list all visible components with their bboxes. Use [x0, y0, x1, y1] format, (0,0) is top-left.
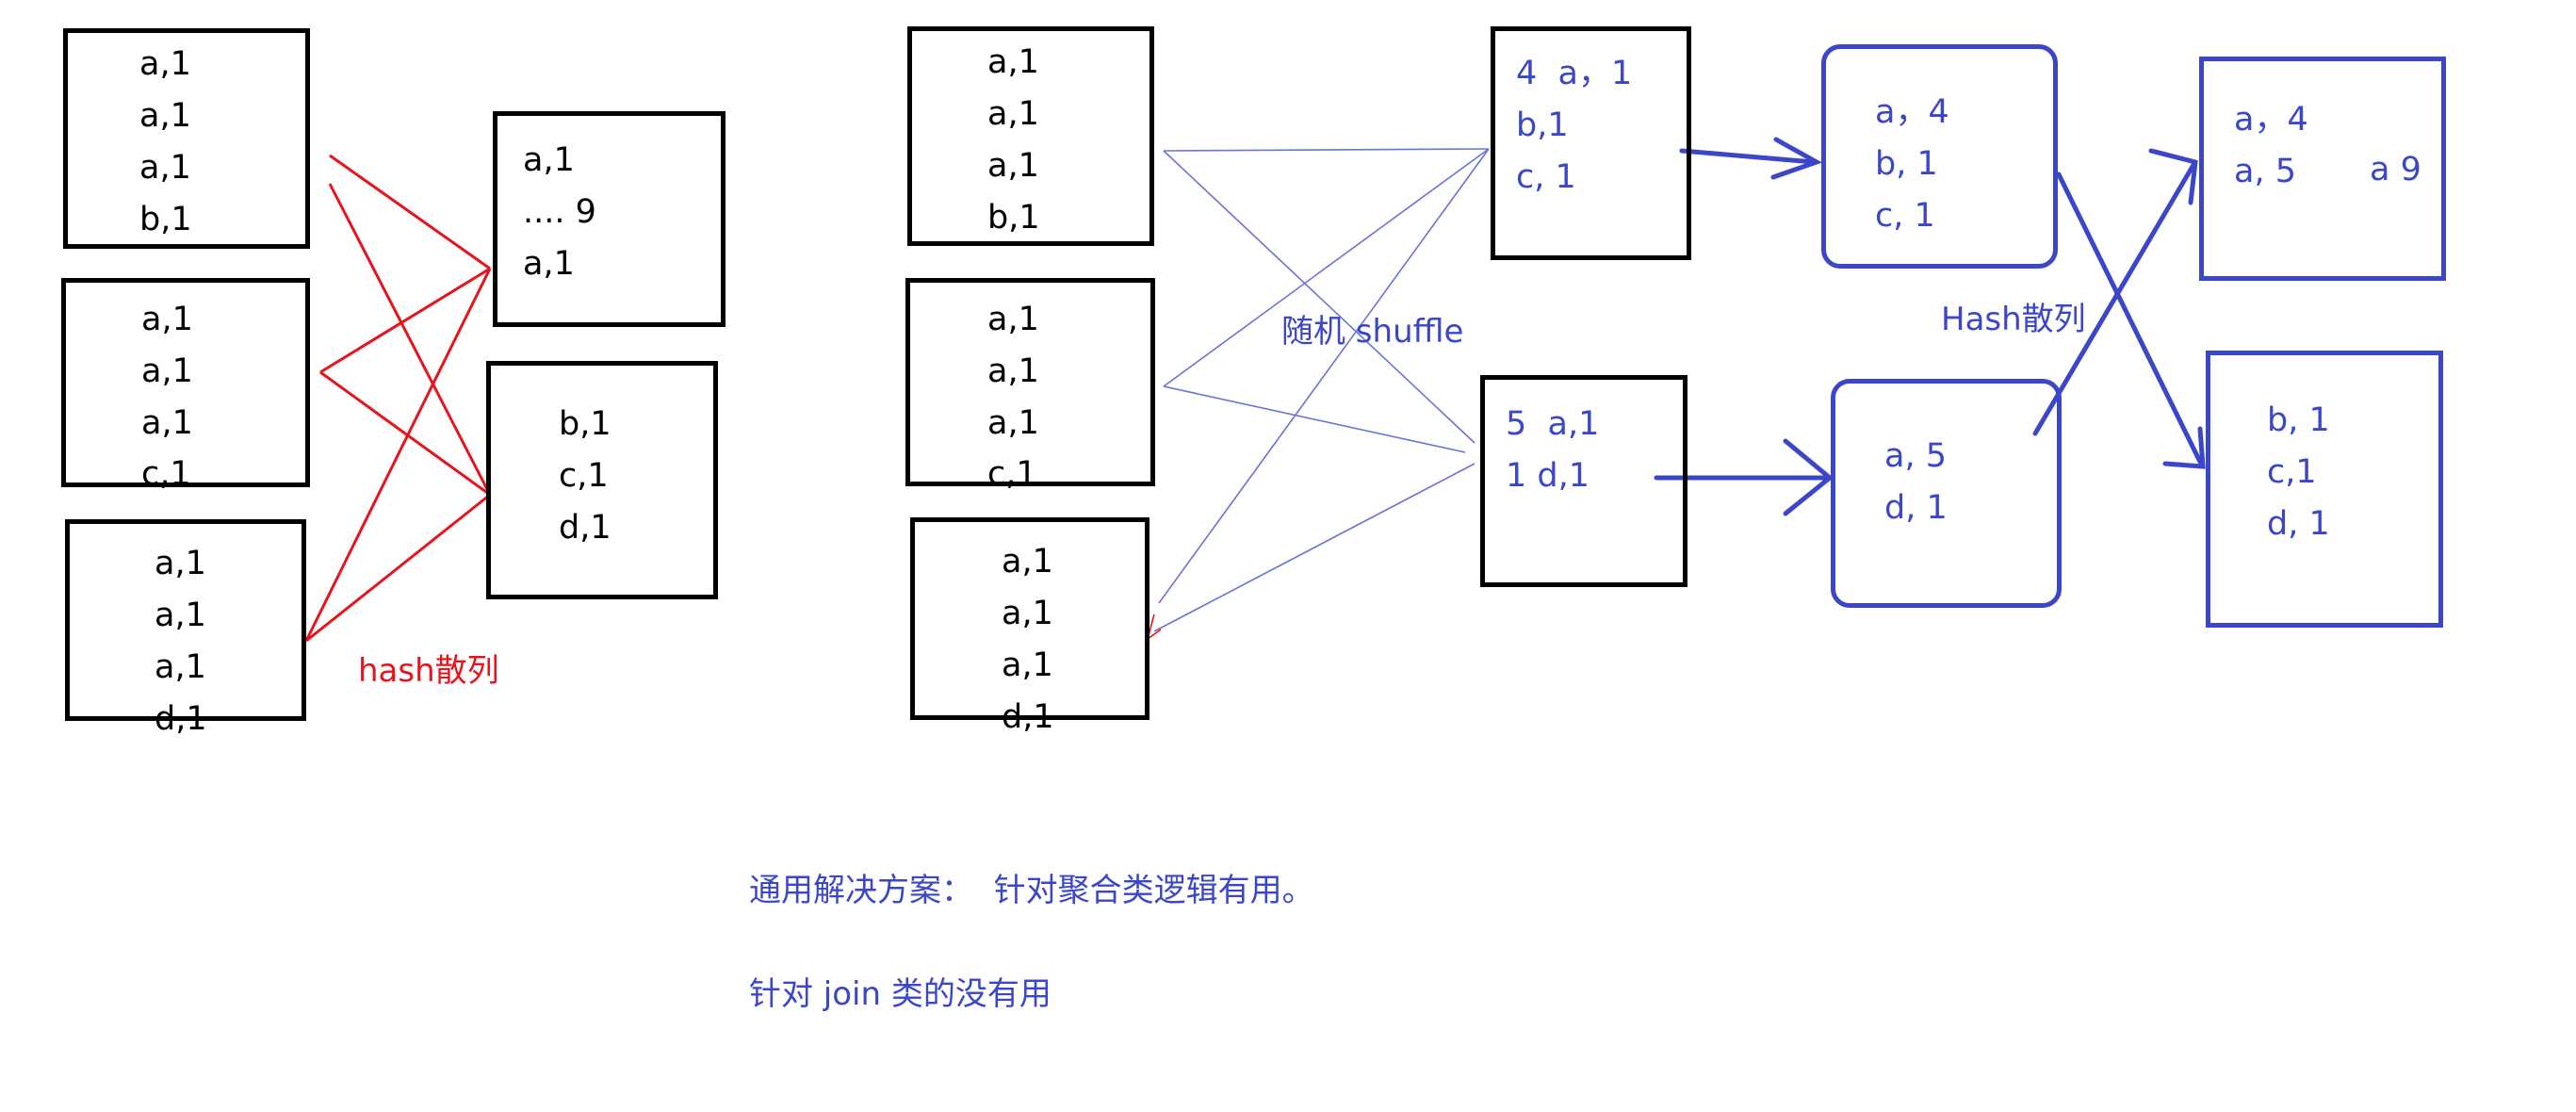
value-line: c,1	[559, 457, 609, 495]
value-line: b,1	[987, 199, 1040, 237]
shuffle-arrowhead	[1146, 613, 1162, 641]
red-line	[319, 370, 491, 497]
note-line-1: 通用解决方案： 针对聚合类逻辑有用。	[749, 872, 1314, 909]
value-line: a,1	[155, 648, 206, 686]
stage-arrows	[1654, 137, 2206, 516]
value-line: a,1	[523, 245, 575, 283]
value-line: d,1	[1002, 698, 1054, 736]
red-line	[304, 268, 492, 642]
value-line: b,1	[1516, 106, 1569, 144]
right-input-box-2: a,1 a,1 a,1 c,1	[905, 278, 1155, 491]
stage1-box-2: 5 a,1 1 d,1	[1480, 375, 1687, 587]
stage3-box-1: a，4 a, 5 a 9	[2199, 57, 2446, 281]
value-line: b,1	[139, 201, 192, 238]
red-hash-lines	[304, 154, 492, 643]
left-output-box-2: b,1 c,1 d,1	[486, 361, 718, 599]
hash-arrow-line	[2056, 172, 2203, 465]
right-input-box-3: a,1 a,1 a,1 d,1	[910, 517, 1149, 734]
shuffle-line	[1163, 148, 1490, 152]
shuffle-line	[1153, 463, 1475, 632]
value-line: a,1	[1002, 646, 1053, 684]
value-line: d,1	[155, 700, 207, 738]
value-line: a,1	[141, 404, 193, 442]
value-line: a,1	[987, 95, 1039, 133]
red-line	[329, 154, 491, 270]
shuffle-line	[1163, 150, 1475, 444]
value-line: a,1	[987, 301, 1039, 338]
right-input-box-1: a,1 a,1 a,1 b,1	[907, 26, 1154, 246]
value-line: b, 1	[1875, 145, 1938, 183]
stage2-box-1: a，4 b, 1 c, 1	[1821, 44, 2058, 269]
value-line: b, 1	[2267, 401, 2330, 439]
value-line: c,1	[2267, 453, 2317, 491]
value-line: a,1	[155, 597, 206, 634]
arrow-line	[1679, 148, 1817, 165]
note-line-2: 针对 join 类的没有用	[749, 975, 1052, 1013]
value-line: a,1	[987, 404, 1039, 442]
value-line: d, 1	[2267, 505, 2330, 543]
value-line: a,1	[141, 352, 193, 390]
value-line: c,1	[141, 455, 191, 493]
value-line: a,1	[155, 545, 206, 582]
shuffle-line	[1163, 385, 1466, 453]
value-line: a,1	[1002, 543, 1053, 581]
hash-label: hash散列	[358, 652, 499, 690]
value-line: a, 5	[1884, 437, 1947, 475]
value-line: 1 d,1	[1506, 457, 1590, 495]
value-line: c,1	[987, 455, 1037, 493]
stage3-box-2: b, 1 c,1 d, 1	[2206, 351, 2443, 628]
hash-arrow-head	[2148, 148, 2198, 205]
value-line: a,1	[987, 352, 1039, 390]
value-line: a, 5	[2234, 153, 2296, 190]
shuffle-line	[1163, 148, 1490, 387]
value-line: a,1	[139, 149, 191, 187]
hash-label-right: Hash散列	[1941, 301, 2086, 338]
total-value: a 9	[2370, 151, 2421, 188]
value-line: a,1	[1002, 595, 1053, 632]
stage1-box-1: 4 a，1 b,1 c, 1	[1491, 26, 1691, 260]
left-output-box-1: a,1 .... 9 a,1	[493, 111, 726, 327]
hash-arrow-line	[2032, 162, 2196, 436]
shuffle-lines	[1146, 148, 1490, 641]
red-line	[305, 493, 491, 643]
value-line: d, 1	[1884, 489, 1948, 527]
stage2-box-2: a, 5 d, 1	[1831, 379, 2062, 608]
value-line: a，4	[1875, 93, 1949, 131]
value-line: c, 1	[1875, 197, 1935, 235]
value-line: a,1	[987, 43, 1039, 81]
red-line	[319, 267, 491, 374]
value-line: a，4	[2234, 101, 2308, 139]
shuffle-label: 随机 shuffle	[1281, 313, 1464, 351]
red-line	[328, 183, 492, 496]
left-input-box-3: a,1 a,1 a,1 d,1	[65, 519, 306, 736]
hash-arrow-head	[2162, 426, 2206, 469]
left-input-box-2: a,1 a,1 a,1 c,1	[61, 278, 310, 491]
value-line: a,1	[141, 301, 193, 338]
arrow-head	[1770, 137, 1823, 180]
value-line: a,1	[139, 97, 191, 135]
arrow-head	[1783, 438, 1834, 516]
value-line: c, 1	[1516, 158, 1576, 196]
value-line: .... 9	[523, 193, 596, 231]
shuffle-line	[1158, 148, 1490, 604]
value-line: a,1	[523, 141, 575, 179]
value-line: b,1	[559, 405, 611, 443]
value-line: a,1	[987, 147, 1039, 185]
value-line: a,1	[139, 45, 191, 83]
value-line: d,1	[559, 509, 611, 547]
value-line: 4 a，1	[1516, 55, 1633, 92]
value-line: 5 a,1	[1506, 405, 1600, 443]
left-input-box-1: a,1 a,1 a,1 b,1	[63, 28, 310, 249]
